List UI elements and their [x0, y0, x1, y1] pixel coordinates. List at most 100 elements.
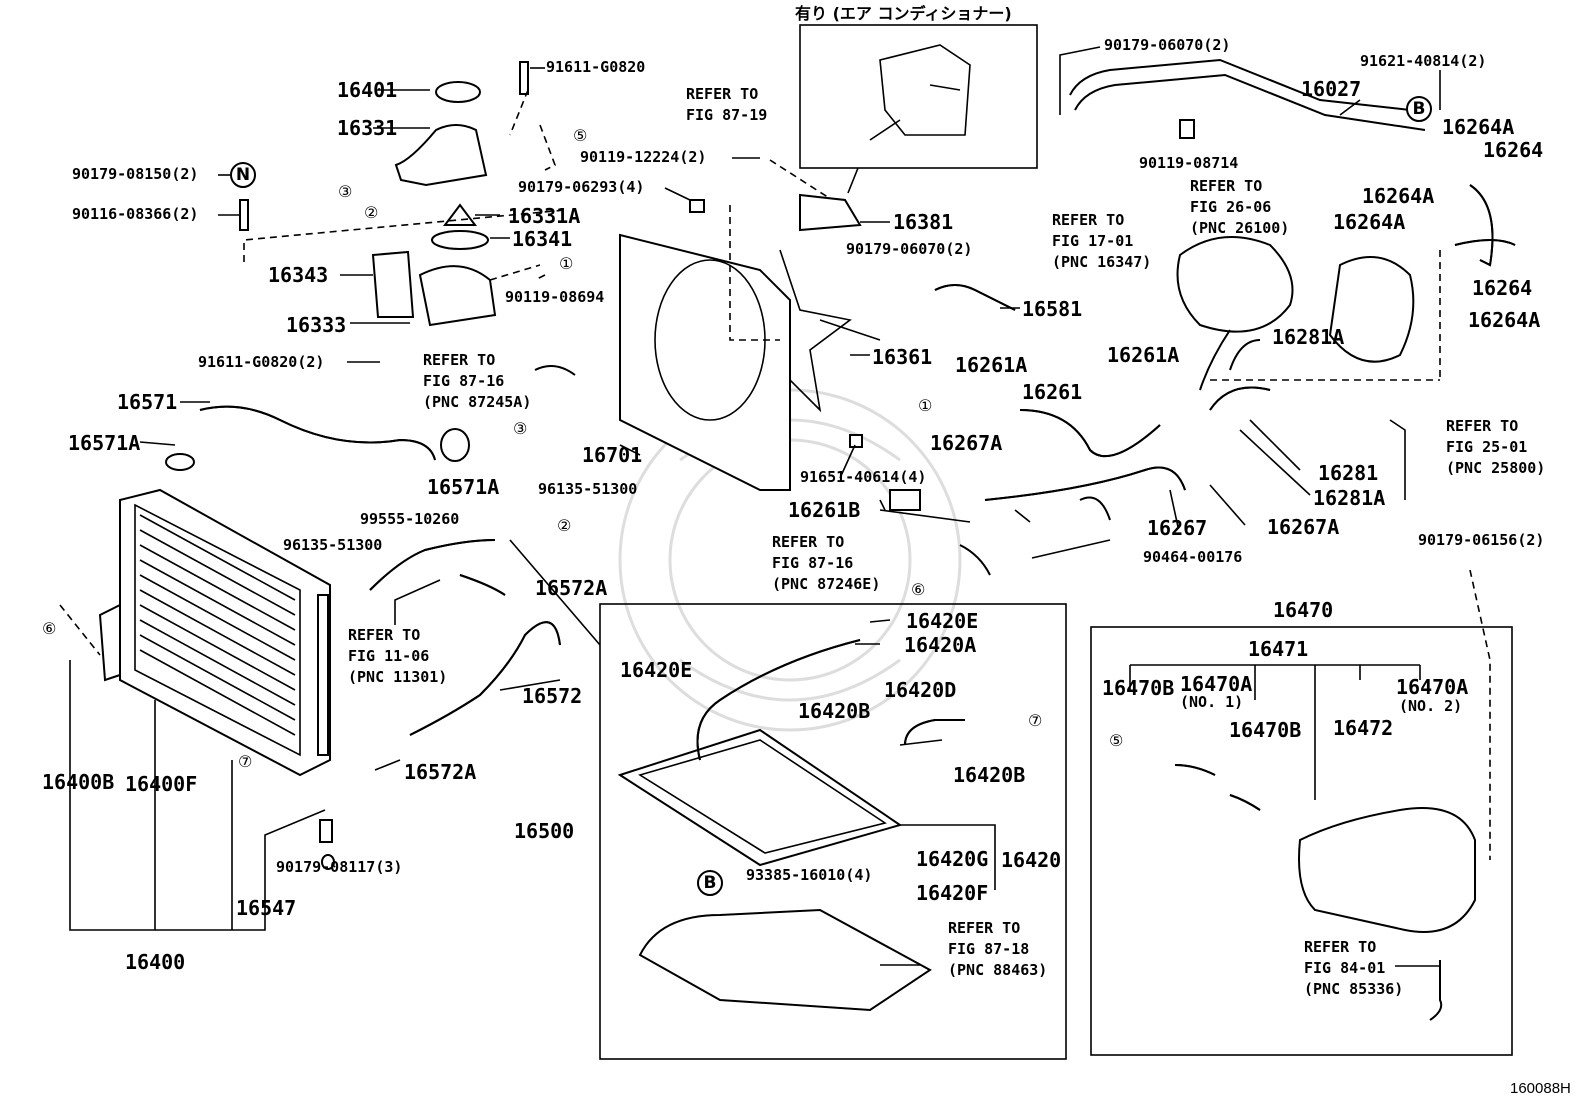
part-label: 16027 — [1301, 77, 1362, 101]
refer-note: REFER TO FIG 25-01 (PNC 25800) — [1446, 417, 1546, 477]
callout-1: ① — [918, 396, 933, 415]
part-label: 16261B — [788, 498, 861, 522]
part-label: 16572A — [404, 760, 477, 784]
part-label: 16581 — [1022, 297, 1083, 321]
callout-3: ③ — [338, 182, 353, 201]
part-label: 16264A — [1362, 184, 1435, 208]
part-label: 16341 — [512, 227, 573, 251]
refer-note: REFER TO FIG 84-01 (PNC 85336) — [1304, 938, 1404, 998]
part-label: 16264 — [1472, 276, 1533, 300]
refer-note: REFER TO FIG 11-06 (PNC 11301) — [348, 626, 448, 686]
part-label: 16401 — [337, 78, 398, 102]
part-label: 96135-51300 — [283, 536, 383, 554]
part-label: 16331A — [508, 204, 581, 228]
part-label: 16333 — [286, 313, 347, 337]
part-label: 16572 — [522, 684, 583, 708]
part-label: 16701 — [582, 443, 643, 467]
part-label: 96135-51300 — [538, 480, 638, 498]
part-label: 90179-08117(3) — [276, 858, 403, 876]
callout-1: ① — [559, 254, 574, 273]
part-label: 93385-16010(4) — [746, 866, 873, 884]
part-label: 16400F — [125, 772, 198, 796]
part-label: (NO. 2) — [1399, 697, 1463, 715]
part-label: 16571A — [68, 431, 141, 455]
marker-b: B — [697, 870, 723, 896]
figure-id: 160088H — [1510, 1080, 1571, 1097]
part-label: 90119-12224(2) — [580, 148, 707, 166]
part-label: 16500 — [514, 819, 575, 843]
part-label: 90116-08366(2) — [72, 205, 199, 223]
part-label: 16471 — [1248, 637, 1309, 661]
callout-3: ③ — [513, 419, 528, 438]
callout-2: ② — [557, 516, 572, 535]
part-label: 16420 — [1001, 848, 1062, 872]
part-label: 16470B — [1229, 718, 1302, 742]
part-label: 91611-G0820(2) — [198, 353, 325, 371]
part-label: 16264A — [1442, 115, 1515, 139]
part-label: 16547 — [236, 896, 297, 920]
part-label: 16470A — [1180, 672, 1253, 696]
part-label: 16420G — [916, 847, 989, 871]
part-label: 90464-00176 — [1143, 548, 1243, 566]
part-label: 16470A — [1396, 675, 1469, 699]
part-label: 16470B — [1102, 676, 1175, 700]
marker-n: N — [230, 162, 256, 188]
part-label: 16420E — [906, 609, 979, 633]
part-label: 91621-40814(2) — [1360, 52, 1487, 70]
ac-note: 有り (エア コンディショナー) — [795, 4, 1012, 23]
part-label: 16281A — [1272, 325, 1345, 349]
part-label: 16264A — [1333, 210, 1406, 234]
part-label: 16420E — [620, 658, 693, 682]
part-label: 16571 — [117, 390, 178, 414]
part-label: 16281 — [1318, 461, 1379, 485]
part-label: 16281A — [1313, 486, 1386, 510]
part-label: 16267A — [1267, 515, 1340, 539]
part-label: 99555-10260 — [360, 510, 460, 528]
refer-note: REFER TO FIG 87-16 (PNC 87245A) — [423, 351, 532, 411]
part-label: 16571A — [427, 475, 500, 499]
part-label: 16400 — [125, 950, 186, 974]
refer-note: REFER TO FIG 17-01 (PNC 16347) — [1052, 211, 1152, 271]
part-label: 16261A — [1107, 343, 1180, 367]
part-label: 16400B — [42, 770, 115, 794]
callout-6: ⑥ — [911, 580, 926, 599]
part-label: (NO. 1) — [1180, 693, 1244, 711]
part-label: 16420A — [904, 633, 977, 657]
refer-note: REFER TO FIG 26-06 (PNC 26100) — [1190, 177, 1290, 237]
part-label: 16267 — [1147, 516, 1208, 540]
part-label: 90119-08714 — [1139, 154, 1239, 172]
part-label: 16343 — [268, 263, 329, 287]
callout-7: ⑦ — [1028, 711, 1043, 730]
marker-b: B — [1406, 96, 1432, 122]
part-label: 16381 — [893, 210, 954, 234]
part-label: 16420F — [916, 881, 989, 905]
callout-5: ⑤ — [1109, 731, 1124, 750]
part-label: 90179-06070(2) — [846, 240, 973, 258]
part-label: 16470 — [1273, 598, 1334, 622]
part-label: 16261 — [1022, 380, 1083, 404]
part-label: 16420B — [953, 763, 1026, 787]
callout-7: ⑦ — [238, 752, 253, 771]
part-label: 16261A — [955, 353, 1028, 377]
part-label: 16264 — [1483, 138, 1544, 162]
refer-note: REFER TO FIG 87-18 (PNC 88463) — [948, 919, 1048, 979]
part-label: 90179-08150(2) — [72, 165, 199, 183]
refer-note: REFER TO FIG 87-16 (PNC 87246E) — [772, 533, 881, 593]
part-label: 16361 — [872, 345, 933, 369]
part-label: 16331 — [337, 116, 398, 140]
part-label: 91651-40614(4) — [800, 468, 927, 486]
part-label: 16420B — [798, 699, 871, 723]
part-label: 16267A — [930, 431, 1003, 455]
part-label: 91611-G0820 — [546, 58, 646, 76]
part-label: 90179-06293(4) — [518, 178, 645, 196]
part-label: 90179-06070(2) — [1104, 36, 1231, 54]
refer-note: REFER TO FIG 87-19 — [686, 85, 768, 124]
part-label: 90119-08694 — [505, 288, 605, 306]
callout-2: ② — [364, 203, 379, 222]
callout-5: ⑤ — [573, 126, 588, 145]
part-label: 16472 — [1333, 716, 1394, 740]
part-label: 16572A — [535, 576, 608, 600]
part-label: 16420D — [884, 678, 957, 702]
